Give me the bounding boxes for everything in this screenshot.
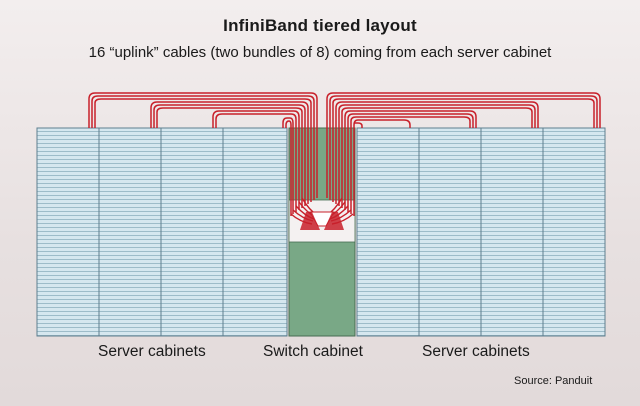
server-cabinet xyxy=(222,127,288,337)
server-cabinet xyxy=(98,127,162,337)
cable-bundle xyxy=(153,104,306,206)
server-cabinet xyxy=(542,127,606,337)
server-cabinets-right xyxy=(356,127,606,337)
cable-bundle xyxy=(94,98,312,202)
cable-wedge-left xyxy=(300,212,320,230)
cable-bundle xyxy=(282,117,294,214)
server-cabinet xyxy=(480,127,544,337)
diagram-title: InfiniBand tiered layout xyxy=(223,16,417,35)
cable-bundle xyxy=(338,104,536,206)
cable-bundle xyxy=(91,95,315,200)
cable-bundles-right xyxy=(326,92,601,216)
cable-bundle xyxy=(215,113,297,212)
server-cabinet xyxy=(356,127,420,337)
cable-bundle xyxy=(354,122,363,128)
label-switch-cabinet: Switch cabinet xyxy=(263,343,363,360)
cable-bundle xyxy=(329,95,598,200)
cable-bundle xyxy=(347,113,474,212)
cable-bundle xyxy=(332,98,595,202)
server-cabinets-left xyxy=(36,127,288,337)
server-cabinet xyxy=(418,127,482,337)
cable-bundles-left xyxy=(88,92,318,216)
server-cabinet xyxy=(160,127,224,337)
cable-bundle xyxy=(285,120,292,216)
cable-bundle xyxy=(150,101,309,204)
source-credit: Source: Panduit xyxy=(514,375,593,387)
switch-cabinet xyxy=(288,127,356,337)
cable-bundle xyxy=(156,107,303,208)
label-server-cabinets-left: Server cabinets xyxy=(98,343,206,360)
cable-wedge-right xyxy=(324,212,344,230)
cable-bundle xyxy=(335,101,539,204)
diagram-subtitle: 16 “uplink” cables (two bundles of 8) co… xyxy=(88,44,552,61)
cable-bundle xyxy=(350,116,471,214)
cable-bundle xyxy=(88,92,318,198)
cable-bundle xyxy=(326,92,601,198)
cable-bundle xyxy=(344,110,477,210)
label-server-cabinets-right: Server cabinets xyxy=(422,343,530,360)
cable-bundle xyxy=(341,107,533,208)
cable-bundle xyxy=(212,110,300,210)
server-cabinet xyxy=(36,127,100,337)
